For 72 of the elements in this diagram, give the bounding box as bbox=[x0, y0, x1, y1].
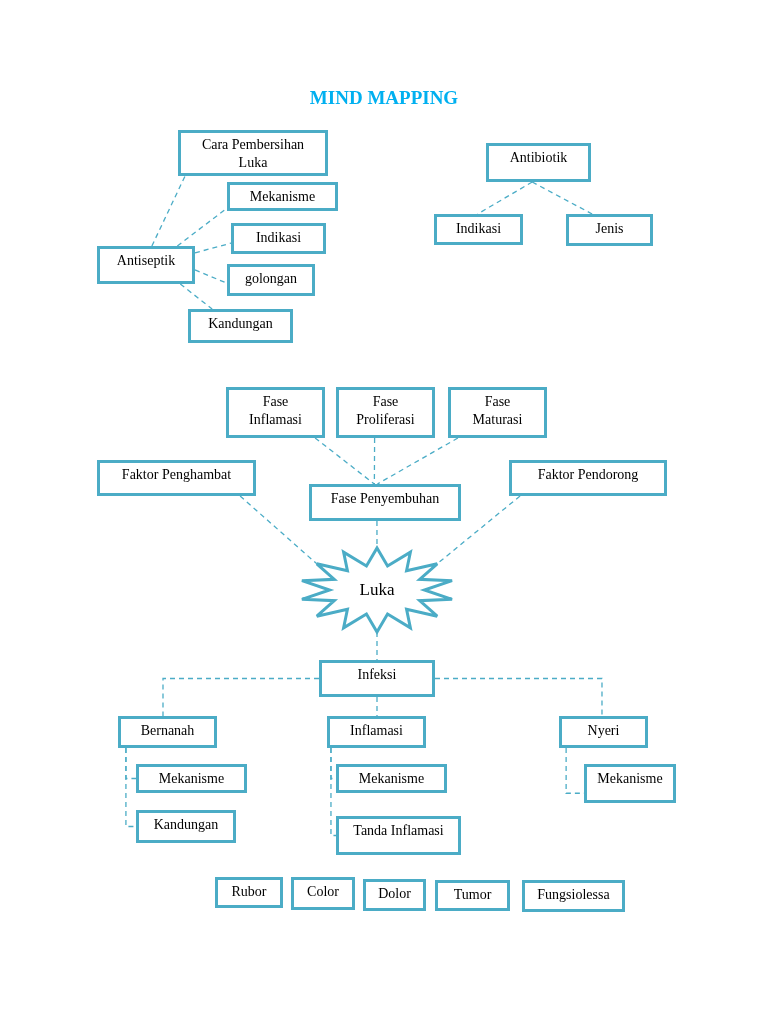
concept-box bbox=[226, 387, 325, 438]
concept-box bbox=[336, 816, 461, 855]
concept-box bbox=[215, 877, 283, 908]
node-text: Fase Maturasi bbox=[471, 393, 524, 429]
node-text: Mekanisme bbox=[358, 770, 425, 788]
node-text: Bernanah bbox=[140, 722, 195, 740]
node-text: Inflamasi bbox=[350, 722, 403, 740]
node-text: Fase Proliferasi bbox=[355, 393, 416, 429]
dashed-connector bbox=[314, 437, 375, 485]
dashed-connector bbox=[162, 677, 320, 717]
concept-box bbox=[559, 716, 648, 748]
concept-box bbox=[522, 880, 625, 912]
concept-box bbox=[136, 810, 236, 843]
node-text: Nyeri bbox=[587, 722, 620, 740]
concept-box bbox=[448, 387, 547, 438]
concept-box bbox=[97, 246, 195, 284]
concept-box bbox=[309, 484, 461, 521]
concept-box bbox=[486, 143, 591, 182]
node-text: Fungsiolessa bbox=[537, 886, 610, 904]
dashed-connector bbox=[434, 677, 603, 717]
node-text: Fase Inflamasi bbox=[248, 393, 303, 429]
concept-box bbox=[291, 877, 355, 910]
concept-box bbox=[178, 130, 328, 176]
concept-box bbox=[97, 460, 256, 496]
node-text: Antibiotik bbox=[509, 149, 568, 167]
node-text: Kandungan bbox=[208, 315, 273, 333]
node-text: Tanda Inflamasi bbox=[353, 822, 444, 840]
concept-box bbox=[336, 387, 435, 438]
node-text: Mekanisme bbox=[158, 770, 225, 788]
concept-box bbox=[136, 764, 247, 793]
node-text: Indikasi bbox=[255, 229, 302, 247]
concept-box bbox=[319, 660, 435, 697]
concept-box bbox=[188, 309, 293, 343]
concept-box bbox=[566, 214, 653, 246]
concept-box bbox=[435, 880, 510, 911]
node-text: Jenis bbox=[595, 220, 624, 238]
concept-box bbox=[434, 214, 523, 245]
dashed-connector bbox=[194, 269, 228, 284]
concept-box bbox=[363, 879, 426, 911]
node-text: Dolor bbox=[378, 885, 411, 903]
concept-box bbox=[118, 716, 217, 748]
dashed-connector bbox=[376, 437, 459, 485]
node-text: Color bbox=[307, 883, 339, 901]
node-text: Rubor bbox=[231, 883, 267, 901]
node-text: Tumor bbox=[453, 886, 492, 904]
node-text: Luka bbox=[359, 580, 395, 600]
dashed-connector bbox=[531, 181, 593, 215]
node-text: Cara Pembersihan Luka bbox=[200, 136, 306, 172]
node-text: Mekanisme bbox=[597, 770, 663, 788]
diagram-title: MIND MAPPING bbox=[309, 87, 459, 108]
node-text: golongan bbox=[244, 270, 298, 288]
node-text: Mekanisme bbox=[249, 188, 316, 206]
dashed-connector bbox=[330, 747, 337, 837]
node-text: Antiseptik bbox=[116, 252, 176, 270]
node-text: Fase Penyembuhan bbox=[330, 490, 440, 508]
dashed-connector bbox=[179, 283, 213, 310]
concept-box bbox=[227, 182, 338, 211]
dashed-connector bbox=[151, 175, 186, 247]
dashed-connector bbox=[239, 495, 318, 565]
concept-box bbox=[336, 764, 447, 793]
concept-box bbox=[231, 223, 326, 254]
concept-box bbox=[584, 764, 676, 803]
concept-box bbox=[327, 716, 426, 748]
node-text: Infeksi bbox=[357, 666, 397, 684]
node-text: Indikasi bbox=[455, 220, 502, 238]
dashed-connector bbox=[194, 242, 232, 254]
concept-box bbox=[509, 460, 667, 496]
node-text: Kandungan bbox=[153, 816, 219, 834]
node-text: Faktor Penghambat bbox=[121, 466, 232, 484]
concept-box bbox=[227, 264, 315, 296]
node-text: Faktor Pendorong bbox=[537, 466, 639, 484]
dashed-connector bbox=[436, 495, 521, 565]
